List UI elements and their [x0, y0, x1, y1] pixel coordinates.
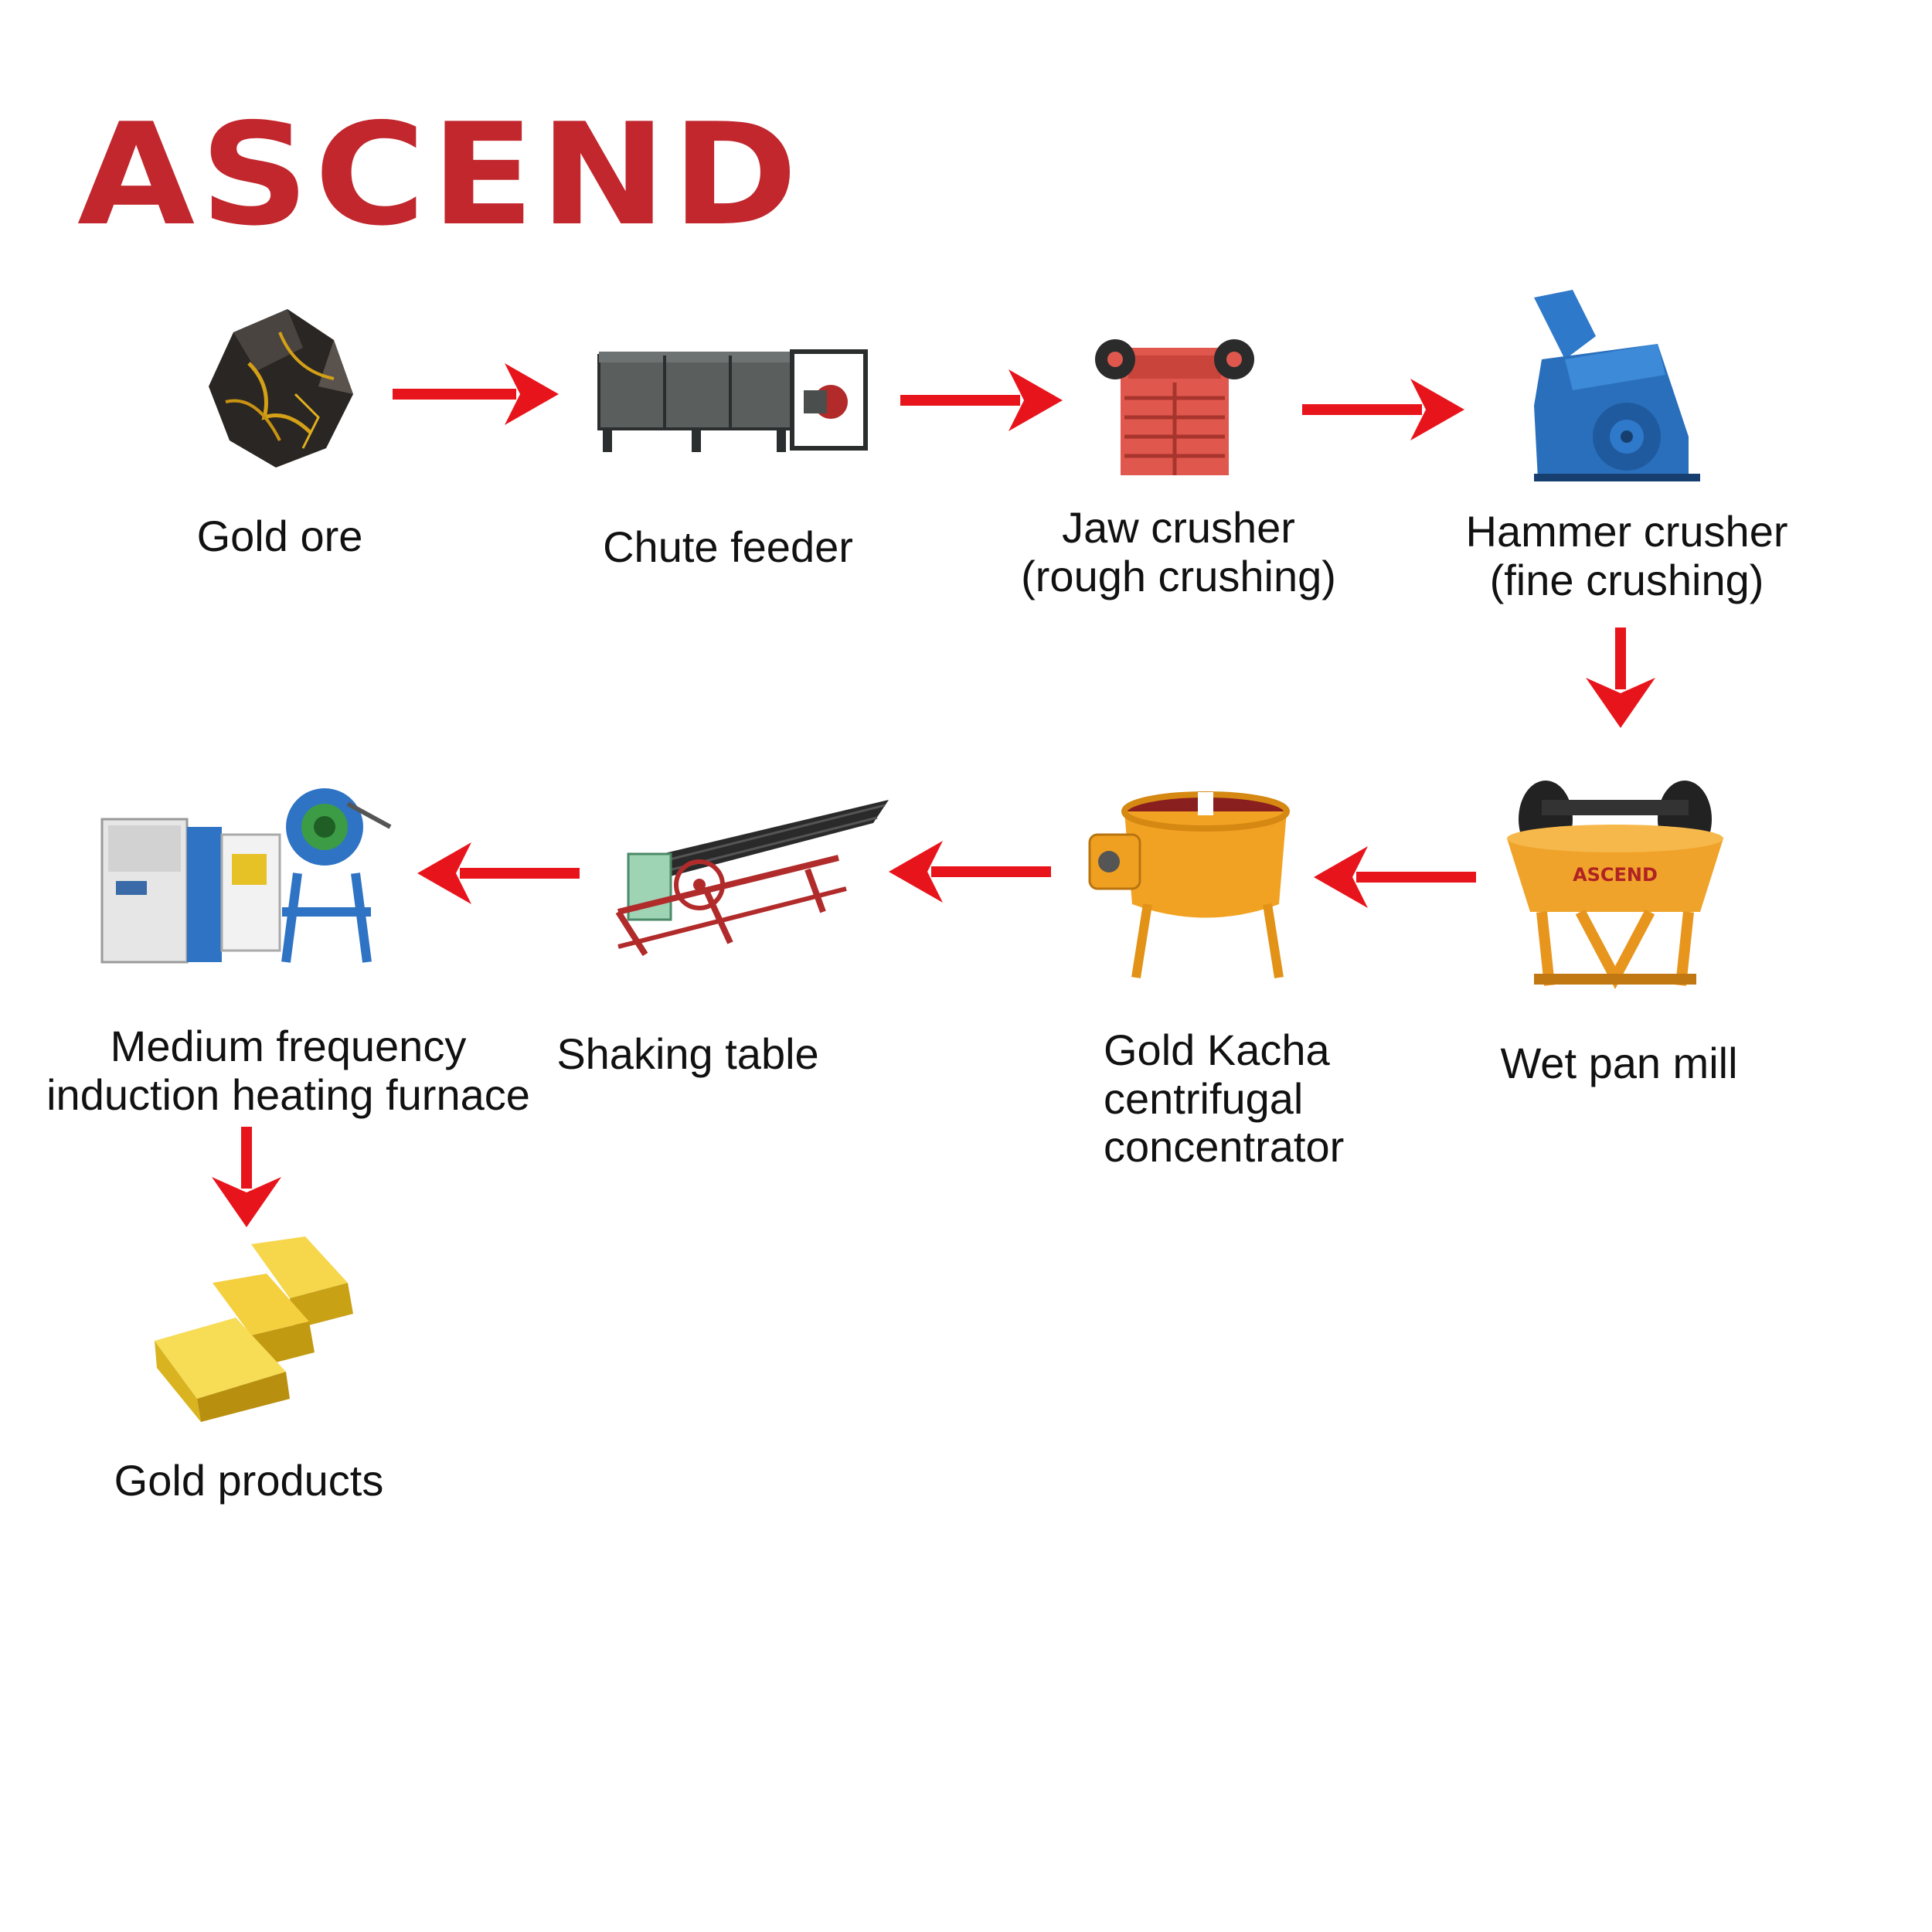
jaw-crusher-icon — [1094, 325, 1256, 479]
step-label-chute-feeder: Chute feeder — [603, 522, 853, 571]
centrifugal-concentrator-icon — [1086, 788, 1302, 981]
step-label-gold-ore: Gold ore — [196, 512, 363, 560]
step-label-gold-products: Gold products — [114, 1456, 384, 1505]
gold-bars-icon — [151, 1236, 359, 1422]
flow-arrow-down-1 — [1586, 628, 1655, 728]
flow-arrow-left-1 — [1314, 846, 1476, 908]
step-label-jaw-crusher: Jaw crusher (rough crushing) — [1021, 503, 1336, 600]
induction-furnace-icon — [100, 781, 398, 964]
step-label-wet-pan-mill: Wet pan mill — [1500, 1039, 1738, 1087]
shaking-table-icon — [614, 796, 889, 958]
gold-ore-icon — [202, 301, 357, 471]
step-label-induction-furnace: Medium frequency induction heating furna… — [46, 1022, 530, 1119]
flow-arrow-right-3 — [1302, 379, 1464, 440]
flow-arrow-down-2 — [212, 1127, 281, 1227]
step-label-shaking-table: Shaking table — [556, 1029, 819, 1078]
flow-arrow-left-3 — [417, 842, 580, 904]
flow-arrow-right-1 — [393, 363, 559, 425]
chute-feeder-icon — [595, 344, 873, 460]
flow-arrow-right-2 — [900, 369, 1063, 431]
hammer-crusher-icon — [1511, 290, 1700, 483]
svg-text:ASCEND: ASCEND — [1573, 864, 1658, 886]
step-label-hammer-crusher: Hammer crusher (fine crushing) — [1465, 507, 1788, 604]
wet-pan-mill-icon: ASCEND — [1503, 777, 1727, 989]
brand-logo: ASCEND — [77, 93, 803, 257]
step-label-centrifugal-concentrator: Gold Kacha centrifugal concentrator — [1104, 1026, 1345, 1172]
flow-arrow-left-2 — [889, 841, 1051, 903]
